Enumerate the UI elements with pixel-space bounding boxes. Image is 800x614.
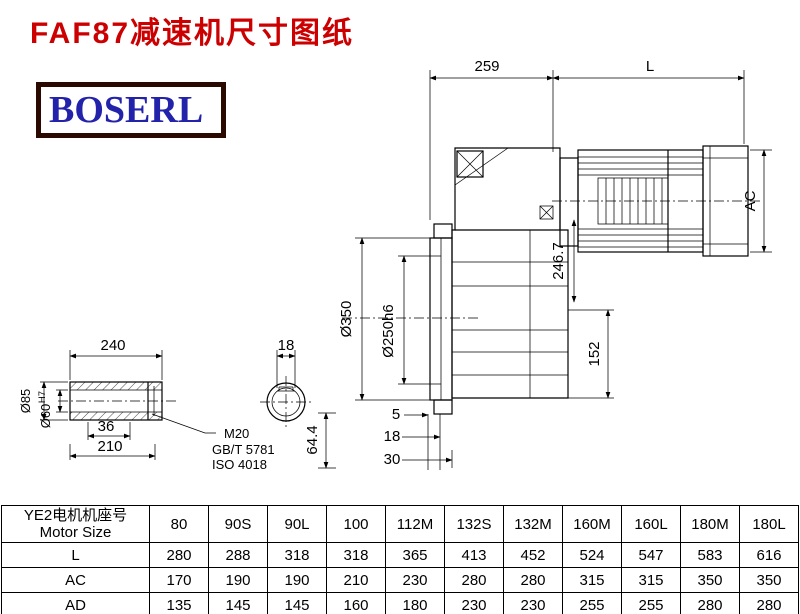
dim-od-label: Ø85	[18, 389, 33, 414]
dim-5-label: 5	[392, 406, 400, 423]
dim-bore-tolerance-label: H7	[37, 391, 48, 403]
dim-246-label: 246.7	[550, 242, 567, 280]
table-cell: 315	[621, 567, 681, 593]
table-cell: 350	[680, 567, 740, 593]
dimensions-shaft-view: 240 18 Ø85 Ø60 H7 36	[18, 337, 296, 472]
dim-30-label: 30	[384, 451, 401, 468]
note-thread-label: M20	[224, 426, 249, 441]
dim-240-label: 240	[100, 337, 125, 354]
table-cell: 616	[739, 542, 799, 568]
table-cell: 452	[503, 542, 563, 568]
table-cell: 180	[385, 592, 445, 614]
dim-bore-label: Ø60	[38, 404, 53, 429]
table-row-AD: AD 135 145 145 160 180 230 230 255 255 2…	[1, 592, 799, 614]
size-column-header: 180L	[739, 505, 799, 543]
dim-AC-label: AC	[742, 190, 759, 211]
size-column-header: 132S	[444, 505, 504, 543]
motor-size-table: YE2电机机座号 Motor Size 80 90S 90L 100 112M …	[1, 505, 799, 614]
table-cell: 315	[562, 567, 622, 593]
table-header-row: YE2电机机座号 Motor Size 80 90S 90L 100 112M …	[1, 505, 799, 543]
motor-size-label-en: Motor Size	[39, 524, 112, 541]
table-cell: 255	[562, 592, 622, 614]
row-label: L	[1, 542, 150, 568]
size-column-header: 132M	[503, 505, 563, 543]
size-column-header: 160M	[562, 505, 622, 543]
technical-drawing: 259 L AC 246.7 Ø350 Ø250h6 152	[18, 58, 772, 472]
dim-spigot-label: Ø250h6	[380, 304, 397, 357]
table-cell: 145	[208, 592, 268, 614]
motor-size-label-cn: YE2电机机座号	[23, 507, 128, 524]
table-cell: 255	[621, 592, 681, 614]
note-iso-standard-label: ISO 4018	[212, 457, 267, 472]
dim-L-label: L	[646, 58, 654, 75]
table-cell: 318	[326, 542, 386, 568]
table-cell: 524	[562, 542, 622, 568]
table-row-L: L 280 288 318 318 365 413 452 524 547 58…	[1, 542, 799, 568]
table-cell: 583	[680, 542, 740, 568]
size-column-header: 180M	[680, 505, 740, 543]
size-column-header: 90L	[267, 505, 327, 543]
table-cell: 210	[326, 567, 386, 593]
size-column-header: 90S	[208, 505, 268, 543]
table-cell: 280	[503, 567, 563, 593]
table-cell: 230	[385, 567, 445, 593]
table-cell: 145	[267, 592, 327, 614]
size-column-header: 80	[149, 505, 209, 543]
table-cell: 280	[739, 592, 799, 614]
table-cell: 288	[208, 542, 268, 568]
dim-flange-label: Ø350	[338, 301, 355, 338]
table-cell: 190	[267, 567, 327, 593]
motor-size-header-cell: YE2电机机座号 Motor Size	[1, 505, 150, 543]
dim-152-label: 152	[586, 341, 603, 366]
shaft-detail-view	[58, 381, 176, 421]
dim-259-label: 259	[474, 58, 499, 75]
output-flange	[342, 223, 478, 470]
table-cell: 135	[149, 592, 209, 614]
dim-64-label: 64.4	[304, 425, 321, 454]
dim-18-offset-label: 18	[384, 428, 401, 445]
table-cell: 280	[444, 567, 504, 593]
boserl-logo-text: BOSERL	[49, 89, 204, 131]
dimensions-main-view: 259 L AC 246.7 Ø350 Ø250h6 152	[304, 58, 772, 469]
table-cell: 280	[680, 592, 740, 614]
table-cell: 230	[444, 592, 504, 614]
row-label: AD	[1, 592, 150, 614]
size-column-header: 100	[326, 505, 386, 543]
dim-210-label: 210	[97, 438, 122, 455]
table-cell: 160	[326, 592, 386, 614]
table-cell: 280	[149, 542, 209, 568]
table-cell: 547	[621, 542, 681, 568]
table-cell: 350	[739, 567, 799, 593]
dim-18-keyway-label: 18	[278, 337, 295, 354]
dim-36-label: 36	[98, 418, 115, 435]
table-row-AC: AC 170 190 190 210 230 280 280 315 315 3…	[1, 567, 799, 593]
shaft-cross-section	[260, 376, 312, 428]
size-column-header: 160L	[621, 505, 681, 543]
page-title: FAF87减速机尺寸图纸	[30, 17, 355, 50]
size-column-header: 112M	[385, 505, 445, 543]
table-cell: 230	[503, 592, 563, 614]
table-cell: 190	[208, 567, 268, 593]
boserl-logo: BOSERL	[36, 82, 226, 138]
table-cell: 170	[149, 567, 209, 593]
note-gb-standard-label: GB/T 5781	[212, 442, 275, 457]
table-cell: 413	[444, 542, 504, 568]
table-cell: 318	[267, 542, 327, 568]
gear-housing	[451, 147, 569, 399]
motor	[552, 145, 760, 257]
table-cell: 365	[385, 542, 445, 568]
row-label: AC	[1, 567, 150, 593]
